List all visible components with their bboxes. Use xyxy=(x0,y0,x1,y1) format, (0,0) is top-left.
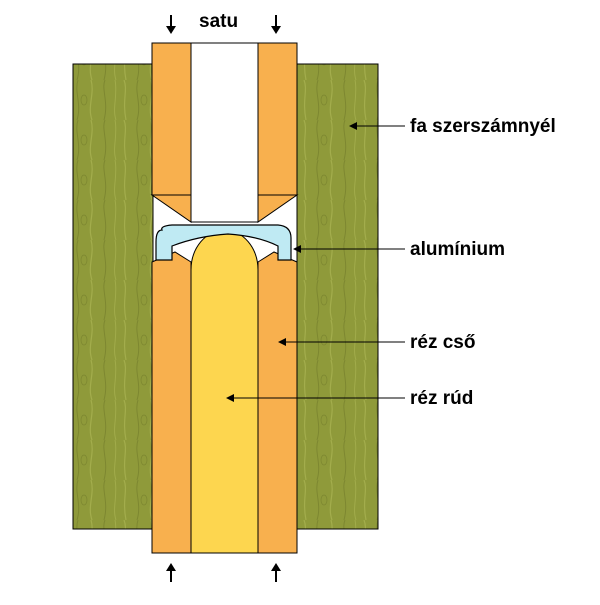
label-copper-rod: réz rúd xyxy=(410,388,474,409)
vise-arrow-top-right xyxy=(271,15,281,34)
leader-aluminium xyxy=(293,245,405,253)
wood-handle-left xyxy=(72,63,154,530)
label-aluminium: alumínium xyxy=(410,239,506,260)
leader-handle xyxy=(349,122,405,130)
label-copper-tube: réz cső xyxy=(410,332,476,353)
label-wood-handle: fa szerszámnyél xyxy=(410,116,556,137)
copper-rod xyxy=(190,229,259,554)
upper-tube-chamfer-right xyxy=(257,194,299,223)
vise-arrow-bottom-right xyxy=(271,563,281,582)
lower-tube-wall-right xyxy=(257,251,298,554)
upper-tube-wall-left xyxy=(151,42,192,196)
label-vise: satu xyxy=(199,11,239,32)
upper-tube-wall-right xyxy=(257,42,298,196)
upper-tube-hollow xyxy=(190,42,259,223)
leader-tube xyxy=(278,338,405,346)
aluminium-cap xyxy=(155,224,292,261)
upper-tube-chamfer-left xyxy=(150,194,192,223)
vise-arrow-top-left xyxy=(166,15,176,34)
leader-rod xyxy=(226,394,405,402)
wood-handle-right xyxy=(296,63,379,530)
vise-arrow-bottom-left xyxy=(166,563,176,582)
lower-tube-wall-left xyxy=(151,251,192,554)
